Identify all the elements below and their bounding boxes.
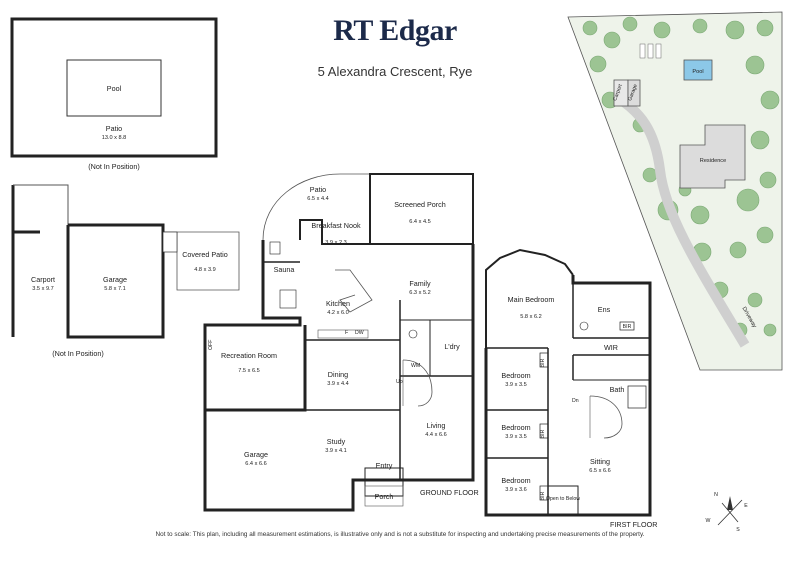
stair-up-mark: Up [396,379,403,385]
recreation-room-label: Recreation Room [221,351,277,360]
sitting-dimensions: 6.5 x 6.6 [589,468,610,474]
breakfast-nook-label: Breakfast Nook [311,221,361,230]
agency-logo: RT Edgar [333,14,457,47]
fridge-mark: F [345,330,348,336]
site-pool [683,59,713,81]
porch-label: Porch [375,492,394,501]
driveway-path [615,93,750,348]
study-dimensions: 3.9 x 4.1 [325,448,346,454]
bedroom-1-label: Bedroom [501,371,530,380]
gf-garage-label: Garage [244,450,268,459]
living-dimensions: 4.4 x 6.6 [425,432,446,438]
dishwasher-mark: DW [355,330,364,336]
recreation-room-dimensions: 7.5 x 6.5 [238,368,259,374]
patio-label: Patio [106,124,122,133]
dining-label: Dining [328,370,348,379]
bedroom-2-label: Bedroom [501,423,530,432]
stair-down-mark: Dn [572,398,579,404]
bath-label: Bath [610,385,625,394]
outbuildings-plan: Carport 3.5 x 9.7 Garage 5.8 x 7.1 Cover… [11,184,240,358]
site-carport-label: Carport [612,83,624,102]
dining-dimensions: 3.9 x 4.4 [327,381,348,387]
covered-patio-dimensions: 4.8 x 3.9 [194,267,215,273]
site-plan: Pool Carport Garage Residence Driveway [567,11,783,371]
screened-porch-label: Screened Porch [394,200,446,209]
bedroom-3-label: Bedroom [501,476,530,485]
laundry-label: L'dry [444,342,460,351]
bir-mark-2: BIR [540,429,546,438]
gf-patio-label: Patio [310,185,326,194]
washing-machine-mark: WM [411,363,420,369]
kitchen-dimensions: 4.2 x 6.0 [327,310,348,316]
pool-label: Pool [107,84,122,93]
compass: N E S W [706,492,749,533]
site-garage-label: Garage [627,83,639,101]
disclaimer-text: Not to scale: This plan, including all m… [155,531,645,538]
kitchen-label: Kitchen [326,299,350,308]
breakfast-nook-dimensions: 3.9 x 2.3 [325,240,346,246]
main-bedroom-label: Main Bedroom [508,295,555,304]
bedroom-1-dimensions: 3.9 x 3.5 [505,382,526,388]
pool-not-in-position: (Not In Position) [88,162,140,171]
outbuilding-garage-label: Garage [103,275,127,284]
gf-patio-dimensions: 6.5 x 4.4 [307,196,328,202]
first-floor-plan: Main Bedroom 5.8 x 6.2 Ens WIR Bedroom 3… [484,248,657,529]
study-label: Study [327,437,346,446]
bir-mark-3: BIR [540,491,546,500]
sauna-label: Sauna [274,265,295,274]
pool-patio-plan: Pool Patio 13.0 x 8.8 (Not In Position) [10,17,218,171]
north-arrow-icon [727,496,733,510]
carport-label: Carport [31,275,55,284]
compass-west: W [706,518,711,524]
living-label: Living [427,421,446,430]
site-pool-label: Pool [692,69,703,75]
compass-north: N [714,492,718,498]
bir-mark-1: BIR [540,358,546,367]
screened-porch-dimensions: 6.4 x 4.5 [409,219,430,225]
site-residence [679,124,746,189]
property-address: 5 Alexandra Crescent, Rye [317,64,473,79]
patio-outline [10,17,218,158]
wir-label: WIR [604,343,618,352]
site-garage [627,79,641,107]
family-dimensions: 6.3 x 5.2 [409,290,430,296]
pool-outline [66,59,162,117]
site-residence-label: Residence [700,158,726,164]
ensuite-label: Ens [598,305,611,314]
outbuilding-garage-dimensions: 5.8 x 7.1 [104,286,125,292]
entry-label: Entry [376,461,393,470]
office-mark: OFF [208,340,214,350]
patio-dimensions: 13.0 x 8.8 [102,135,127,141]
compass-south: S [736,527,740,533]
bedroom-3-dimensions: 3.9 x 3.6 [505,487,526,493]
ground-floor-plan: Patio 6.5 x 4.4 Breakfast Nook 3.9 x 2.3… [203,173,479,512]
sitting-label: Sitting [590,457,610,466]
outbuildings-not-in-position: (Not In Position) [52,349,104,358]
bedroom-2-dimensions: 3.9 x 3.5 [505,434,526,440]
compass-east: E [744,503,748,509]
open-to-below-label: Open to Below [546,496,580,502]
bir-mark-ens: BIR [623,324,632,330]
family-label: Family [409,279,431,288]
first-floor-title: FIRST FLOOR [610,520,657,529]
ground-floor-title: GROUND FLOOR [420,488,479,497]
gf-garage-dimensions: 6.4 x 6.6 [245,461,266,467]
covered-patio-label: Covered Patio [182,250,228,259]
main-bedroom-dimensions: 5.8 x 6.2 [520,314,541,320]
carport-dimensions: 3.5 x 9.7 [32,286,53,292]
